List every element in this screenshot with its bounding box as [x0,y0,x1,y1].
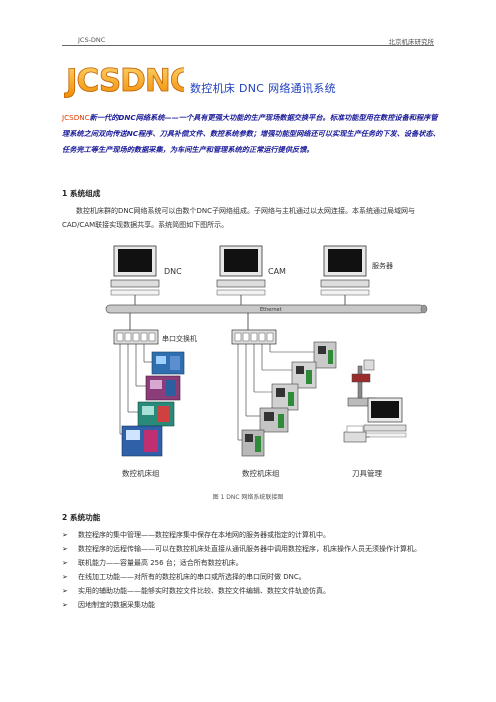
group-label-1: 数控机床组 [122,468,160,478]
logo-text: JCSDNC [64,63,184,99]
feature-item: ➢ 数控程序的集中管理——数控程序集中保存在本地网的服务器或指定的计算机中。 [62,528,442,542]
serial-switch-2 [231,329,277,345]
bullet-icon: ➢ [62,545,68,553]
serial-switch-1 [113,329,159,345]
bullet-icon: ➢ [62,587,68,595]
bullet-icon: ➢ [62,573,68,581]
intro-brand: JCSDNC [62,113,90,122]
section1-heading: 1 系统组成 [62,189,101,198]
pc-label-dnc: DNC [164,267,182,276]
section1-paragraph: 数控机床群的DNC网络系统可以由数个DNC子网络组成。子网络与主机通过以太网连接… [62,207,416,229]
header-left: JCS-DNC [78,36,106,44]
header-rule [62,45,434,46]
bullet-icon: ➢ [62,531,68,539]
feature-text: 因地制宜的数据采集功能 [78,601,155,609]
feature-text: 联机能力——容量最高 256 台；适合所有数控机床。 [78,559,243,567]
feature-item: ➢ 在线加工功能——对所有的数控机床的串口或所选择的串口同时做 DNC。 [62,570,442,584]
feature-item: ➢ 实用的辅助功能——能够实时数控文件比较、数控文件编辑、数控文件轨迹仿真。 [62,584,442,598]
section2-heading: 2 系统功能 [62,513,101,522]
cnc-machine-2c [271,383,299,411]
feature-item: ➢ 联机能力——容量最高 256 台；适合所有数控机床。 [62,556,442,570]
cnc-machine-2a [313,341,337,369]
figure-caption: 图 1 DNC 网络系统联接图 [212,494,284,501]
pc-dnc [110,245,160,296]
pc-cam [216,245,266,296]
intro-text: 新一代的DNC网络系统——一个具有更强大功能的生产现场数据交换平台。标准功能型用… [62,113,440,154]
switch-label: 串口交换机 [162,334,197,343]
cnc-machine-1d [121,425,163,457]
cnc-machine-1b [145,375,181,401]
ethernet-label: Ethernet [260,307,282,313]
tool-printer [343,425,367,443]
pc-label-cam: CAM [268,267,286,276]
intro-paragraph: JCSDNC新一代的DNC网络系统——一个具有更强大功能的生产现场数据交换平台。… [62,110,440,158]
tool-pc [363,397,407,438]
cnc-machine-1c [137,401,175,427]
tool-presetter [347,359,377,407]
pc-server [320,245,370,296]
group-label-2: 数控机床组 [242,468,280,478]
feature-text: 在线加工功能——对所有的数控机床的串口或所选择的串口同时做 DNC。 [78,573,306,581]
cnc-machine-2b [291,361,317,389]
cnc-machine-2e [241,429,265,457]
feature-item: ➢ 因地制宜的数据采集功能 [62,598,442,612]
feature-text: 数控程序的集中管理——数控程序集中保存在本地网的服务器或指定的计算机中。 [78,531,330,539]
feature-text: 数控程序的远程传输——可以在数控机床处直接从通讯服务器中调用数控程序，机床操作人… [78,545,421,553]
header-right: 北京机床研究所 [388,38,435,46]
pc-label-server: 服务器 [372,261,393,270]
bullet-icon: ➢ [62,559,68,567]
feature-text: 实用的辅助功能——能够实时数控文件比较、数控文件编辑、数控文件轨迹仿真。 [78,587,330,595]
group-label-tool: 刀具管理 [352,468,382,478]
ethernet-bus [105,304,428,314]
network-diagram: DNC CAM 服务器 Ethernet 串口交换机 [105,245,428,478]
feature-item: ➢ 数控程序的远程传输——可以在数控机床处直接从通讯服务器中调用数控程序，机床操作… [62,542,442,556]
bullet-icon: ➢ [62,601,68,609]
page-title: 数控机床 DNC 网络通讯系统 [190,82,336,95]
cnc-machine-1a [151,351,185,375]
feature-list: ➢ 数控程序的集中管理——数控程序集中保存在本地网的服务器或指定的计算机中。 ➢ 数… [62,528,442,612]
jcsdnc-logo: JCSDNC [64,63,184,100]
cnc-machine-2d [259,407,289,433]
